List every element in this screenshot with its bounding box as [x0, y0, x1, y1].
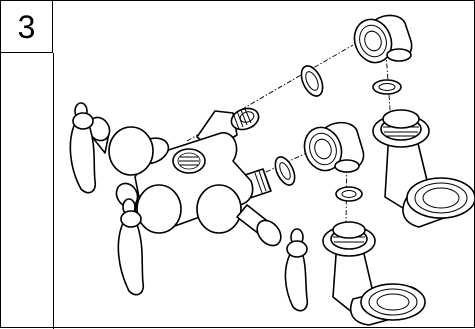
supply-leg-right — [372, 109, 475, 228]
elbow-coupler-upper — [353, 14, 413, 64]
panel-divider — [53, 53, 54, 329]
step-number-box: 3 — [1, 1, 53, 53]
lever-handle-icon — [69, 102, 97, 194]
step-number: 3 — [17, 8, 36, 45]
washer-ring-icon — [300, 65, 324, 97]
exploded-assembly-drawing — [69, 14, 475, 326]
lever-handle-icon — [117, 198, 145, 296]
faucet-body — [87, 107, 282, 247]
elbow-coupler-lower — [303, 121, 365, 173]
supply-leg-left — [322, 221, 426, 326]
washer-ring-icon — [274, 156, 296, 186]
lever-handle-icon — [284, 228, 309, 312]
washer-ring-icon — [335, 186, 363, 202]
washer-ring-icon — [372, 79, 402, 95]
